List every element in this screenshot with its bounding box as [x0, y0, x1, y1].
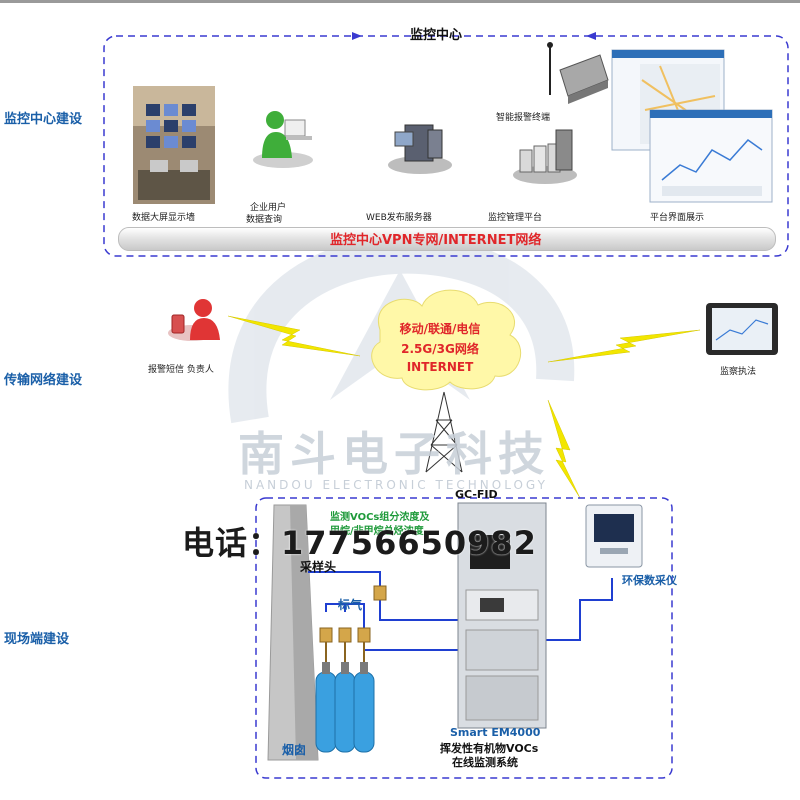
carriers-label: 移动/联通/电信 — [399, 322, 481, 336]
section-label-monitor-center: 监控中心建设 — [4, 112, 83, 127]
standard-gas-label: 标气 — [338, 598, 363, 612]
tablet-icon — [706, 303, 778, 355]
data-query-caption: 数据查询 — [246, 215, 283, 225]
sampling-head-label: 采样头 — [300, 560, 337, 574]
phone-overlay: 电话：17756650982 — [182, 524, 537, 562]
field-frame — [255, 497, 673, 779]
platform-ui-caption: 平台界面展示 — [650, 213, 705, 223]
watermark-company-en: NANDOU ELECTRONIC TECHNOLOGY — [244, 478, 548, 492]
supervision-caption: 监察执法 — [720, 367, 757, 377]
system-model-label: Smart EM4000 — [450, 726, 541, 739]
enterprise-user-icon — [253, 111, 313, 168]
web-server-caption: WEB发布服务器 — [366, 213, 432, 223]
section-label-transmission: 传输网络建设 — [4, 373, 83, 388]
system-name-line2: 在线监测系统 — [452, 756, 518, 769]
enterprise-user-caption: 企业用户 — [250, 203, 287, 213]
alarm-sms-caption: 报警短信 负责人 — [148, 365, 214, 375]
data-logger-label: 环保数采仪 — [622, 574, 677, 587]
chimney-image — [267, 504, 319, 761]
internet-label: INTERNET — [406, 360, 474, 374]
web-server-icon — [388, 124, 452, 174]
measure-text-line2: 甲烷/非甲烷总烃浓度 — [330, 526, 424, 537]
arrow-icon — [352, 32, 362, 40]
network-cloud — [371, 289, 522, 391]
analyzer-cabinet — [457, 502, 547, 729]
screen-wall-image — [133, 86, 215, 204]
vpn-network-label: 监控中心VPN专网/INTERNET网络 — [330, 233, 542, 248]
section-label-field: 现场端建设 — [4, 632, 70, 647]
transmission-tower-icon — [425, 391, 463, 473]
chimney-label: 烟囱 — [282, 743, 307, 757]
alarm-sms-person-icon — [168, 299, 220, 341]
platform-caption: 监控管理平台 — [488, 213, 543, 223]
alarm-terminal-caption: 智能报警终端 — [496, 113, 551, 123]
screen-wall-caption: 数据大屏显示墙 — [132, 213, 196, 223]
vpn-network-pipe — [118, 227, 776, 251]
network-gen-label: 2.5G/3G网络 — [401, 342, 479, 356]
measure-text-line1: 监测VOCs组分浓度及 — [330, 512, 430, 523]
alarm-terminal-icon — [547, 42, 609, 104]
gc-fid-label: GC-FID — [455, 488, 498, 501]
gas-cylinders — [315, 642, 375, 753]
monitor-center-frame — [103, 35, 789, 257]
data-logger-device — [585, 504, 643, 568]
platform-ui-screenshots — [611, 49, 773, 203]
platform-servers-icon — [513, 129, 577, 184]
watermark-company-cn: 南斗电子科技 — [238, 427, 550, 481]
system-name-line1: 挥发性有机物VOCs — [440, 742, 539, 755]
arrow-icon — [586, 32, 596, 40]
monitor-center-title: 监控中心 — [410, 28, 463, 43]
top-border — [0, 0, 800, 3]
valve-icons — [319, 585, 387, 643]
